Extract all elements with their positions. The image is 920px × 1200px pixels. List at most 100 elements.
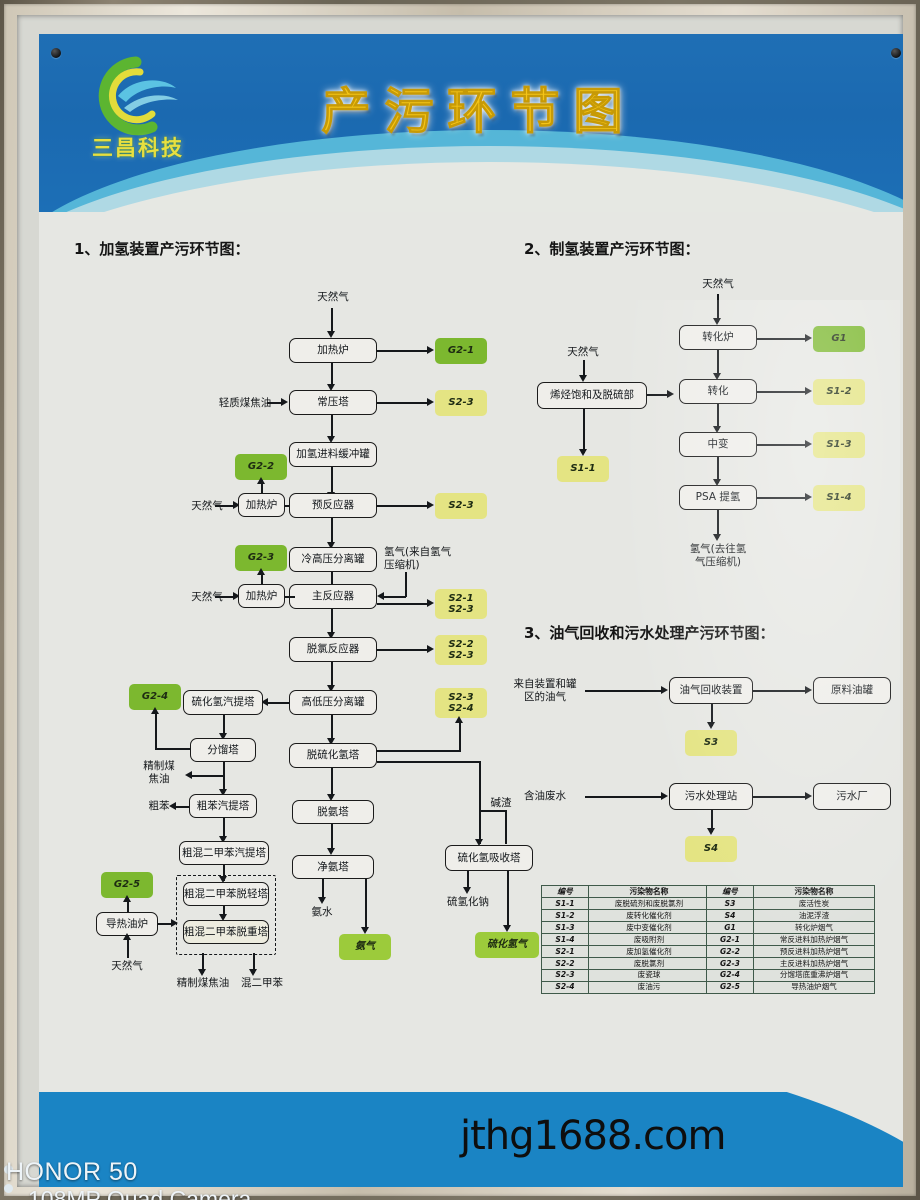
tag-s2-1-s2-3: S2-1 S2-3 (435, 589, 487, 619)
legend-pollutant-name: 废活性炭 (753, 897, 875, 911)
conn-reform-to-s12 (757, 391, 807, 393)
sign-frame-inner: 三昌科技 产污环节图 1、加氢装置产污环节图： 2、制氢装置产污环节图： 3、油… (17, 15, 903, 1187)
tag-s1-2: S1-2 (813, 379, 865, 405)
label-natural-gas-bottom: 天然气 (111, 960, 143, 972)
legend-pollutant-name: 废转化催化剂 (588, 909, 710, 923)
conn-olefin-to-reform (647, 394, 669, 396)
conn-reformer-to-reform (717, 350, 719, 376)
node-psa-hydrogen: PSA 提氢 (679, 485, 757, 510)
legend-code: S2-2 (541, 957, 589, 970)
legend-pollutant-name: 废脱硫剂和废脱氯剂 (588, 897, 710, 911)
tag-g2-3: G2-3 (235, 545, 287, 571)
conn-desulf-to-s234-v (459, 720, 461, 752)
conn-heater3-to-g23 (261, 571, 263, 596)
legend-code: G2-5 (706, 980, 754, 994)
tag-s1-4: S1-4 (813, 485, 865, 511)
watermark: jthg1688.com (460, 1113, 726, 1159)
legend-code: S1-1 (541, 897, 589, 911)
arrow-benzene-out (169, 802, 176, 810)
legend-code: S1-3 (541, 921, 589, 935)
conn-furnace-to-group (158, 923, 173, 925)
camera-spec-label: 108MP Quad Camera (28, 1186, 252, 1200)
node-heavy-ends-tower: 粗混二甲苯脱重塔 (183, 920, 269, 944)
legend-pollutant-name: 废脱氯剂 (588, 957, 710, 970)
conn-reformer-to-g1 (757, 338, 807, 340)
arrow-desulf-to-s234 (455, 716, 463, 723)
legend-pollutant-name: 主反进料加热炉烟气 (753, 957, 875, 970)
label-hydrogen-from-compressor: 氢气(来自氢气 压缩机) (384, 546, 452, 571)
node-high-low-pressure-separator: 高低压分离罐 (289, 690, 377, 715)
tag-s4: S4 (685, 836, 737, 862)
node-wastewater-treatment-station: 污水处理站 (669, 783, 753, 810)
arrow-furnace-to-g25 (123, 895, 131, 902)
conn-dechlor-to-hlsep (331, 662, 333, 688)
conn-group-to-xylene (253, 953, 255, 973)
conn-absorber-to-h2sgas (507, 871, 509, 929)
arrow-reform-to-s12 (805, 387, 812, 395)
legend-pollutant-name: 转化炉烟气 (753, 921, 875, 935)
arrow-wastewater-to-wwtp (661, 792, 668, 800)
node-reformer-furnace: 转化炉 (679, 325, 757, 350)
conn-heater3-to-mainreactor (285, 596, 295, 598)
legend-code: S1-4 (541, 933, 589, 947)
conn-xylene-to-light (223, 865, 225, 881)
arrow-clean-to-ammoniawater (318, 897, 326, 904)
legend-code: S3 (706, 897, 754, 911)
arrow-ng1-to-heater2 (233, 501, 240, 509)
arrow-shift-to-s13 (805, 440, 812, 448)
node-sewage-plant: 污水厂 (813, 783, 891, 810)
tag-g2-1: G2-1 (435, 338, 487, 364)
node-ammonia-purification-tower: 净氨塔 (292, 855, 374, 879)
arrow-ng-to-heater1 (327, 331, 335, 338)
arrow-vru-to-s3 (707, 722, 715, 729)
node-cold-hp-separator: 冷高压分离罐 (289, 547, 377, 572)
arrow-absorber-to-nahs (463, 887, 471, 894)
conn-heater1-to-g21 (377, 350, 429, 352)
conn-frac-to-g24-v (155, 712, 157, 749)
label-light-coal-tar: 轻质煤焦油 (218, 397, 272, 409)
conn-deammon-to-clean (331, 824, 333, 852)
conn-prereactor-to-coldsep (331, 518, 333, 545)
arrow-heater2-to-g22 (257, 477, 265, 484)
signboard: 三昌科技 产污环节图 1、加氢装置产污环节图： 2、制氢装置产污环节图： 3、油… (39, 34, 903, 1187)
arrow-oilgas-to-vru (661, 686, 668, 694)
node-feed-buffer-tank: 加氢进料缓冲罐 (289, 442, 377, 467)
label-natural-gas-left-1: 天然气 (191, 500, 223, 512)
arrow-mainreactor-to-s213 (427, 599, 434, 607)
label-sodium-hydrosulfide: 硫氢化钠 (447, 896, 489, 908)
arrow-wwtp-to-plant (805, 792, 812, 800)
conn-ng2-to-heater3 (215, 596, 235, 598)
conn-hlsep-to-stripper (268, 702, 290, 704)
arrow-shift-to-psa (713, 479, 721, 486)
node-light-ends-tower: 粗混二甲苯脱轻塔 (183, 882, 269, 906)
tag-g2-4: G2-4 (129, 684, 181, 710)
tag-g2-2: G2-2 (235, 454, 287, 480)
node-vapor-recovery-unit: 油气回收装置 (669, 677, 753, 704)
node-f2-natural-gas-top: 天然气 (702, 277, 734, 290)
node-olefin-saturation-desulfurization: 烯烃饱和及脱硫部 (537, 382, 647, 409)
arrow-group-to-xylene (249, 969, 257, 976)
legend-pollutant-name: 油泥浮渣 (753, 909, 875, 923)
conn-clean-to-ammoniagas (365, 879, 367, 931)
tag-s3: S3 (685, 730, 737, 756)
legend-pollutant-name: 废加氢催化剂 (588, 945, 710, 959)
legend-code: S2-3 (541, 968, 589, 982)
node-deammoniation-tower: 脱氨塔 (292, 800, 374, 824)
arrow-desulf-to-deammon (327, 794, 335, 801)
arrow-ng-to-furnace (123, 933, 131, 940)
conn-reform-to-shift (717, 404, 719, 430)
arrow-frac-to-tar (185, 771, 192, 779)
arrow-tar-to-atm (281, 398, 288, 406)
node-heater-2: 加热炉 (238, 493, 285, 517)
label-ammonia-water: 氨水 (311, 906, 333, 918)
legend-pollutant-name: 常反进料加热炉烟气 (753, 933, 875, 947)
